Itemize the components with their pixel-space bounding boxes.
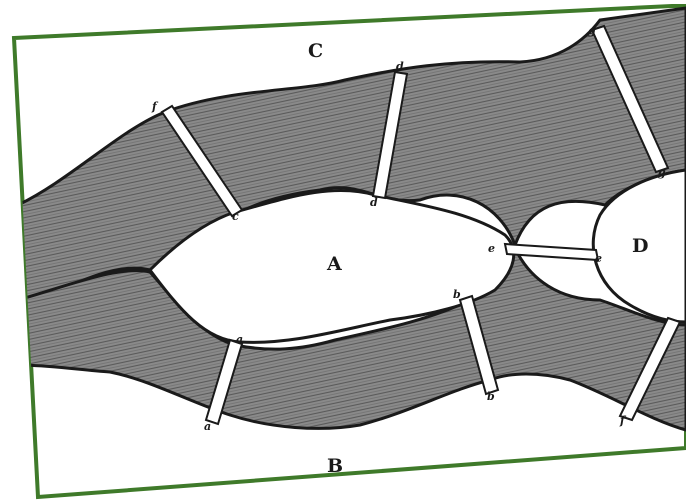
region-label-c: C: [308, 40, 323, 62]
endpoint-letter: a: [204, 420, 211, 433]
region-label-b: B: [327, 455, 343, 477]
endpoint-letter: d: [396, 60, 404, 73]
region-label-a: A: [326, 253, 342, 275]
endpoint-letter: e: [488, 242, 495, 255]
endpoint-letter: d: [370, 196, 378, 209]
endpoint-letter: a: [236, 333, 243, 346]
endpoint-letter: b: [487, 390, 495, 403]
endpoint-letter: e: [595, 252, 602, 265]
endpoint-letter: b: [453, 288, 461, 301]
endpoint-letter: c: [232, 210, 239, 223]
region-label-d: D: [632, 235, 648, 257]
endpoint-letter: g: [658, 166, 666, 179]
endpoint-letter: g: [588, 24, 596, 37]
